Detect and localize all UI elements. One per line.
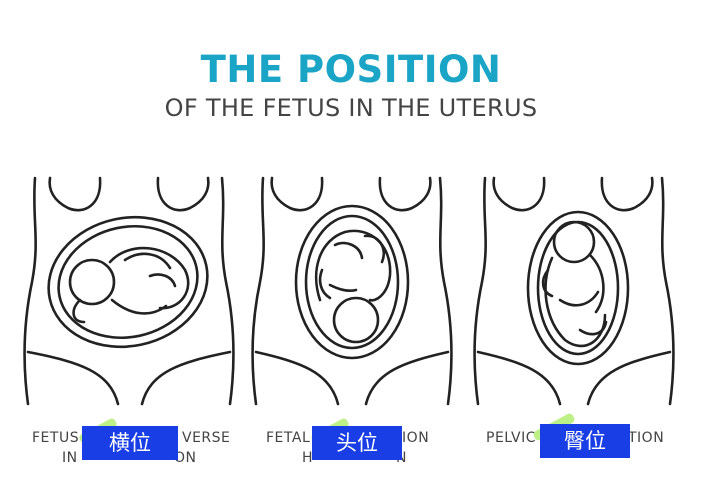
caption-transverse-line1-left: FETUS xyxy=(32,430,80,446)
caption-head-down-line2-left: H xyxy=(302,450,314,466)
tag-head-down: 头位 xyxy=(312,426,402,460)
tag-transverse: 横位 xyxy=(82,426,178,460)
breech-position-figure xyxy=(473,176,675,406)
head-down-position-figure xyxy=(251,176,453,406)
caption-transverse-line2-right: ON xyxy=(174,450,197,466)
caption-breech-line1-right: TION xyxy=(628,430,665,446)
transverse-position-figure xyxy=(23,176,235,406)
tag-breech: 臀位 xyxy=(540,424,630,458)
caption-head-down-line1-left: FETAL xyxy=(266,430,311,446)
caption-transverse-line1-right: VERSE xyxy=(182,430,231,446)
caption-breech: PELVIC TION xyxy=(486,428,696,448)
diagram-subtitle: OF THE FETUS IN THE UTERUS xyxy=(164,94,538,122)
caption-transverse-line2-left: IN xyxy=(62,450,78,466)
diagram-title: THE POSITION xyxy=(200,48,502,91)
caption-transverse: FETUS VERSE IN ON xyxy=(32,428,242,468)
caption-breech-line1-left: PELVIC xyxy=(486,430,537,446)
